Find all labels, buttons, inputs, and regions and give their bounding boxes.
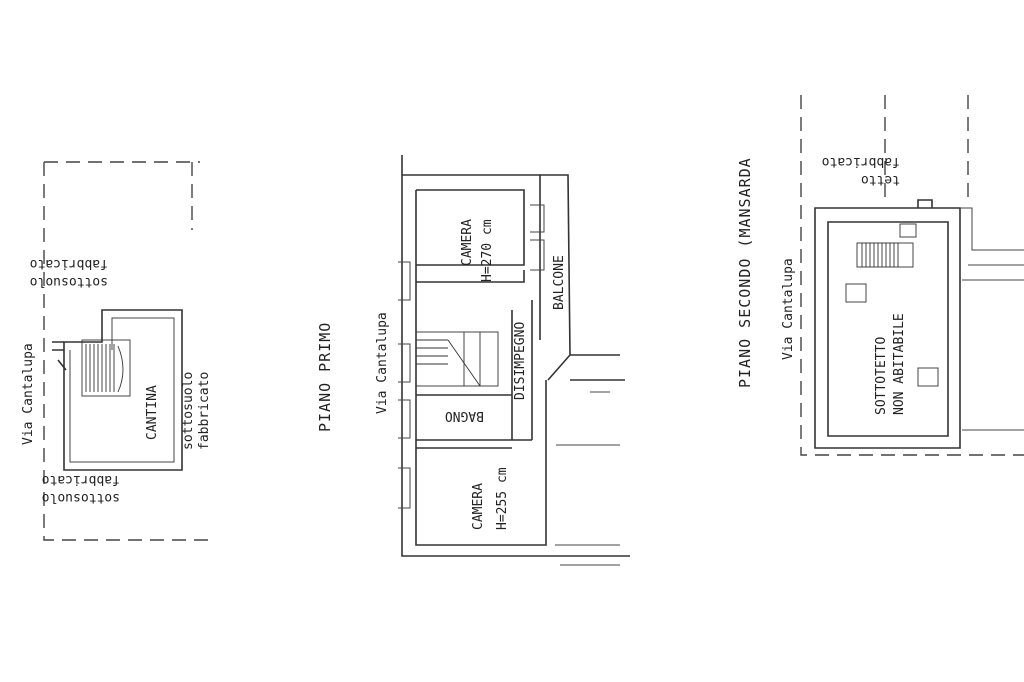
first-floor-title: PIANO PRIMO (316, 322, 334, 432)
first-floor-room-top-height: H=270 cm (480, 219, 495, 282)
first-floor-plan: PIANO PRIMO Via Cantalupa CAMERA H=270 c… (316, 155, 630, 566)
second-floor-attic-line2: NON ABITABILE (892, 313, 907, 415)
basement-neighbor-right-line1: sottosuolo (181, 372, 196, 450)
first-floor-stairs (415, 331, 499, 387)
basement-neighbor-bottom-line1: sottosuolo (42, 490, 120, 505)
basement-neighbor-bottom-label: sottosuolo fabbricato (34, 472, 120, 505)
second-floor-neighbor-line2: fabbricato (822, 154, 900, 169)
second-floor-neighbor-lines (960, 207, 1024, 431)
first-floor-room-bottom-height: H=255 cm (495, 467, 510, 530)
second-floor-title: PIANO SECONDO (MANSARDA (736, 157, 754, 388)
basement-neighbor-top-label: sottosuolo fabbricato (22, 256, 108, 289)
basement-neighbor-right-line2: fabbricato (197, 372, 212, 450)
first-floor-neighbor-lines (555, 391, 620, 566)
first-floor-balcony (539, 174, 625, 381)
first-floor-balcony-label: BALCONE (552, 255, 567, 310)
second-floor-boundary (800, 95, 1024, 456)
second-floor-skylight-2 (845, 283, 867, 303)
basement-neighbor-bottom-line2: fabbricato (42, 472, 120, 487)
basement-plan: Via Cantalupa sottosuolo fabbricato sott… (21, 161, 212, 541)
second-floor-plan: PIANO SECONDO (MANSARDA Via Cantalupa (736, 95, 1024, 456)
second-floor-neighbor-line1: tetto (861, 172, 900, 187)
basement-room-label: CANTINA (145, 385, 160, 440)
first-floor-bath-walls (416, 300, 533, 449)
second-floor-street-label: Via Cantalupa (781, 258, 796, 360)
first-floor-balcony-rail (530, 204, 545, 271)
second-floor-skylight-3 (917, 367, 939, 387)
basement-wall (63, 309, 183, 471)
basement-entrance (52, 341, 67, 371)
second-floor-skylight-1 (899, 223, 917, 238)
second-floor-attic-label: SOTTOTETTO NON ABITABILE (874, 313, 907, 415)
second-floor-stair-hatch (856, 242, 914, 268)
second-floor-roof-outline (814, 207, 961, 449)
basement-stairs (81, 339, 131, 397)
first-floor-windows (398, 261, 411, 509)
basement-neighbor-right-label: sottosuolo fabbricato (181, 364, 212, 450)
first-floor-hallway-label: DISIMPEGNO (513, 322, 528, 400)
basement-neighbor-top-line1: sottosuolo (30, 274, 108, 289)
basement-street-label: Via Cantalupa (21, 343, 36, 445)
second-floor-chimney (917, 199, 933, 208)
basement-inner-wall (69, 317, 175, 463)
basement-boundary (43, 161, 208, 541)
first-floor-street-label: Via Cantalupa (375, 312, 390, 414)
first-floor-bathroom-label: BAGNO (445, 408, 484, 423)
first-floor-top-room (416, 189, 525, 283)
basement-neighbor-top-line2: fabbricato (30, 256, 108, 271)
second-floor-neighbor-label: tetto fabbricato (822, 154, 900, 187)
second-floor-attic-line1: SOTTOTETTO (874, 337, 889, 415)
first-floor-room-top-label: CAMERA (460, 219, 475, 266)
first-floor-room-bottom-label: CAMERA (471, 483, 486, 530)
